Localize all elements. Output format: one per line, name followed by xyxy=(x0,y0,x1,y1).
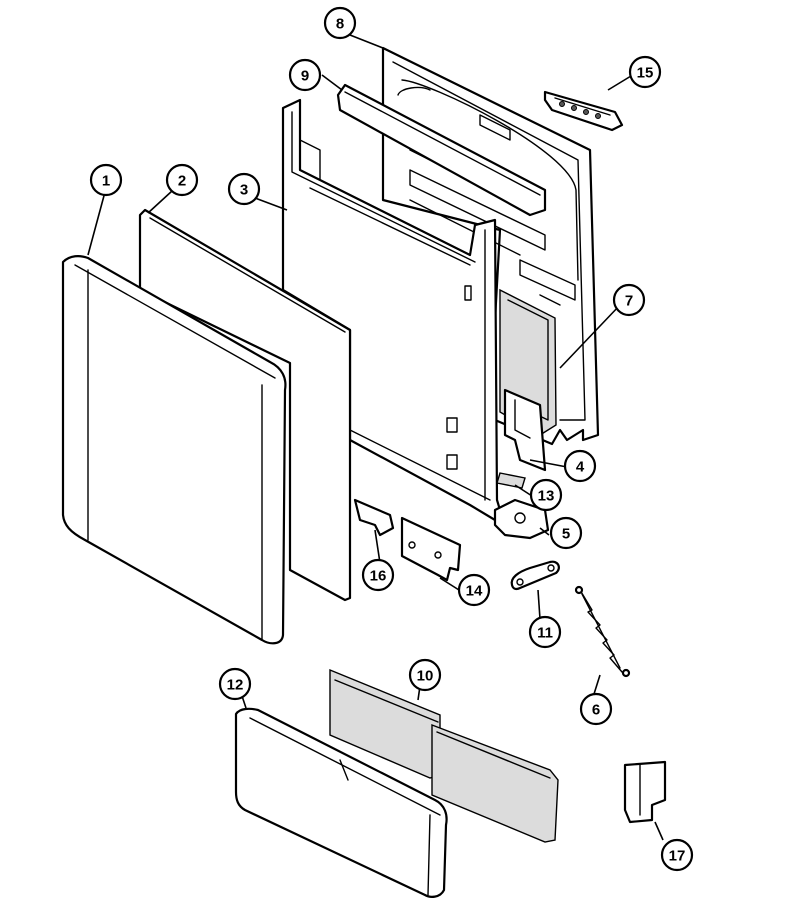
callout-label-16: 16 xyxy=(370,568,387,585)
callout-9: 9 xyxy=(288,58,322,92)
callout-6: 6 xyxy=(579,692,613,726)
part-4-bracket xyxy=(503,388,547,472)
part-16-strike xyxy=(353,498,395,537)
callout-label-4: 4 xyxy=(576,459,585,476)
leader-lines xyxy=(87,34,664,841)
callout-label-8: 8 xyxy=(336,16,344,33)
callout-label-13: 13 xyxy=(538,488,555,505)
callout-7: 7 xyxy=(612,283,646,317)
callout-14: 14 xyxy=(457,573,491,607)
callout-label-14: 14 xyxy=(466,583,483,600)
callout-11: 11 xyxy=(528,615,562,649)
part-17-clip xyxy=(623,760,667,824)
part-9-rail xyxy=(336,83,547,217)
callout-15: 15 xyxy=(628,55,662,89)
callout-8: 8 xyxy=(323,6,357,40)
callout-12: 12 xyxy=(218,667,252,701)
callout-5: 5 xyxy=(549,516,583,550)
callout-label-3: 3 xyxy=(240,182,248,199)
callout-17: 17 xyxy=(660,838,694,872)
part-6-spring xyxy=(574,585,631,678)
callout-label-7: 7 xyxy=(625,293,633,310)
callout-label-17: 17 xyxy=(669,848,686,865)
callout-10: 10 xyxy=(408,658,442,692)
callout-2: 2 xyxy=(165,163,199,197)
callout-label-5: 5 xyxy=(562,526,570,543)
callout-label-1: 1 xyxy=(102,173,110,190)
callout-label-6: 6 xyxy=(592,702,600,719)
callout-13: 13 xyxy=(529,478,563,512)
part-2-insulation xyxy=(138,208,352,602)
part-14-bracket xyxy=(400,516,462,582)
callout-label-11: 11 xyxy=(537,625,553,642)
callout-3: 3 xyxy=(227,172,261,206)
part-13-plate xyxy=(496,472,526,489)
part-11-link xyxy=(510,560,560,591)
callout-16: 16 xyxy=(361,558,395,592)
part-5-hinge xyxy=(493,498,550,540)
part-15-latch xyxy=(543,90,624,132)
callout-1: 1 xyxy=(89,163,123,197)
callout-label-15: 15 xyxy=(637,65,654,82)
part-12-kickpanel xyxy=(234,707,448,898)
callout-label-12: 12 xyxy=(227,677,244,694)
callout-label-2: 2 xyxy=(178,173,186,190)
callout-label-10: 10 xyxy=(417,668,434,685)
part-1-outer-door xyxy=(61,255,287,645)
callout-label-9: 9 xyxy=(301,68,309,85)
callout-4: 4 xyxy=(563,449,597,483)
part-10-insulation xyxy=(329,668,559,843)
